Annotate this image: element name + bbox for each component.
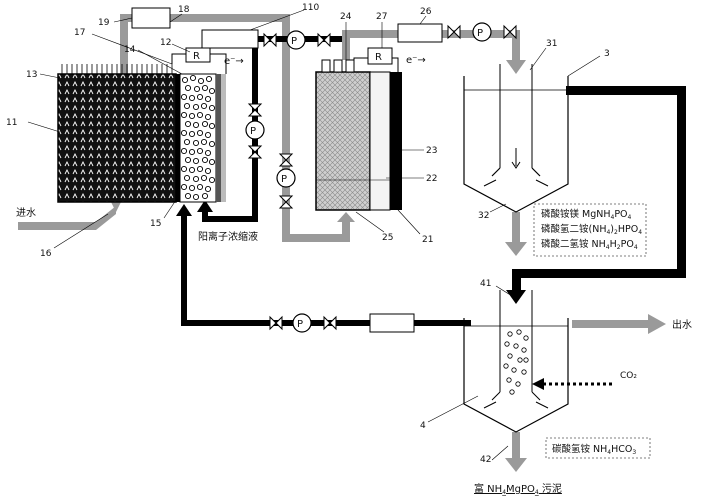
reactor-1-circuit: R e⁻→ — [171, 47, 244, 74]
callout-110: 110 — [302, 3, 319, 13]
callout-16: 16 — [40, 249, 52, 259]
settler-4: CO₂ — [463, 290, 637, 433]
svg-text:P: P — [297, 319, 303, 330]
resistor-2 — [367, 47, 393, 65]
sludge-label: 富 NH4MgPO4 污泥 — [474, 482, 562, 496]
pump-mid-1: P — [245, 120, 265, 140]
svg-text:P: P — [250, 126, 256, 137]
pump-bottom: P — [292, 313, 312, 333]
callout-17: 17 — [74, 28, 85, 38]
callout-12: 12 — [160, 38, 171, 48]
callout-21: 21 — [422, 235, 433, 245]
reactor-1 — [57, 64, 226, 203]
valves — [247, 24, 517, 331]
callout-4: 4 — [420, 421, 426, 431]
svg-text:P: P — [477, 28, 483, 39]
callout-11: 11 — [6, 118, 17, 128]
resistor-1 — [185, 47, 211, 63]
callout-32: 32 — [478, 211, 489, 221]
svg-text:碳酸氢铵 NH4HCO3: 碳酸氢铵 NH4HCO3 — [552, 443, 636, 456]
legend-top: 磷酸铵镁 MgNH4PO4 磷酸氢二铵(NH4)2HPO4 磷酸二氢铵 NH4H… — [533, 203, 647, 257]
callout-leaders — [27, 9, 601, 461]
callout-13: 13 — [26, 70, 37, 80]
settler-3 — [463, 64, 569, 213]
callout-42: 42 — [480, 455, 491, 465]
svg-text:P: P — [291, 36, 297, 47]
legend-bottom: 碳酸氢铵 NH4HCO3 — [545, 437, 651, 459]
inflow-label: 进水 — [16, 207, 36, 219]
svg-text:磷酸二氢铵 NH4H2PO4: 磷酸二氢铵 NH4H2PO4 — [541, 238, 638, 251]
svg-text:磷酸铵镁 MgNH4PO4: 磷酸铵镁 MgNH4PO4 — [541, 208, 632, 221]
pump-top-1: P — [286, 30, 306, 50]
electron-flow-1: e⁻→ — [224, 56, 244, 67]
callout-31: 31 — [546, 39, 557, 49]
concentrate-label: 阳离子浓缩液 — [198, 230, 258, 243]
svg-text:P: P — [281, 174, 287, 185]
callout-26: 26 — [420, 7, 432, 17]
electron-flow-2: e⁻→ — [406, 55, 426, 66]
equipment-boxes — [131, 7, 443, 333]
callout-23: 23 — [426, 146, 437, 156]
callout-25: 25 — [382, 233, 393, 243]
pumps: P P P P P — [245, 22, 492, 333]
callout-22: 22 — [426, 174, 437, 184]
pump-top-2: P — [472, 22, 492, 42]
resistor-1-label: R — [193, 51, 200, 62]
callout-numbers: 11 13 17 19 14 12 18 110 15 16 24 27 26 … — [6, 3, 610, 465]
pump-mid-2: P — [276, 168, 296, 188]
resistor-2-label: R — [375, 52, 382, 63]
callout-24: 24 — [340, 12, 352, 22]
co2-label: CO₂ — [620, 371, 637, 381]
callout-41: 41 — [480, 279, 491, 289]
callout-15: 15 — [150, 219, 161, 229]
outflow-label: 出水 — [672, 318, 692, 331]
callout-18: 18 — [178, 5, 190, 15]
callout-14: 14 — [124, 45, 136, 55]
callout-27: 27 — [376, 12, 387, 22]
svg-text:磷酸氢二铵(NH4)2HPO4: 磷酸氢二铵(NH4)2HPO4 — [541, 223, 642, 236]
reactor-2: R e⁻→ — [315, 47, 426, 211]
callout-3: 3 — [604, 49, 610, 59]
callout-19: 19 — [98, 18, 110, 28]
